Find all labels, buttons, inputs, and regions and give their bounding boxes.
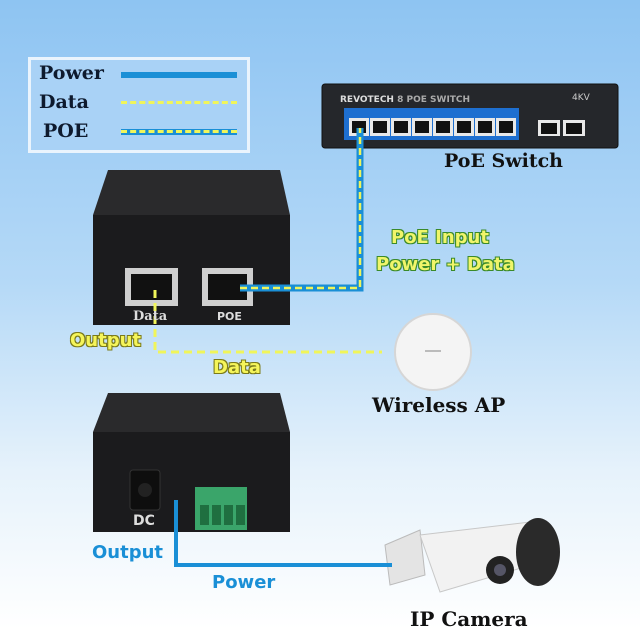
data-port-label: Data [133, 309, 168, 324]
poe-splitter-power-device [93, 393, 290, 532]
legend-poe-line [121, 129, 237, 135]
data-label: Data [213, 357, 261, 378]
poe-splitter-data-device [93, 170, 290, 325]
output-data-label: Output [70, 330, 142, 351]
poe-switch [321, 83, 619, 149]
legend-data-label: Data [39, 91, 89, 113]
power-cable [174, 500, 392, 567]
ip-camera-device [384, 518, 560, 593]
output-power-label: Output [92, 542, 164, 563]
power-label: Power [212, 572, 276, 593]
poe-input-sub-label: Power + Data [376, 254, 515, 275]
legend-data-line [121, 101, 237, 104]
legend-power-line [121, 72, 237, 78]
data-cable [153, 290, 382, 354]
dc-label: DC [133, 513, 155, 529]
switch-badge: 4KV [572, 93, 590, 103]
poe-cable [240, 128, 364, 292]
wireless-ap-device [394, 313, 472, 391]
legend-poe-label: POE [43, 120, 89, 142]
wireless-ap-label: Wireless AP [372, 393, 506, 417]
legend: Power Data POE [28, 57, 250, 153]
ip-camera-label: IP Camera [410, 607, 528, 629]
poe-port-label: POE [217, 310, 242, 323]
poe-input-label: PoE Input [391, 227, 489, 248]
switch-brand: REVOTECH 8 POE SWITCH [340, 95, 471, 105]
legend-power-label: Power [39, 62, 104, 84]
switch-caption: PoE Switch [444, 150, 564, 172]
